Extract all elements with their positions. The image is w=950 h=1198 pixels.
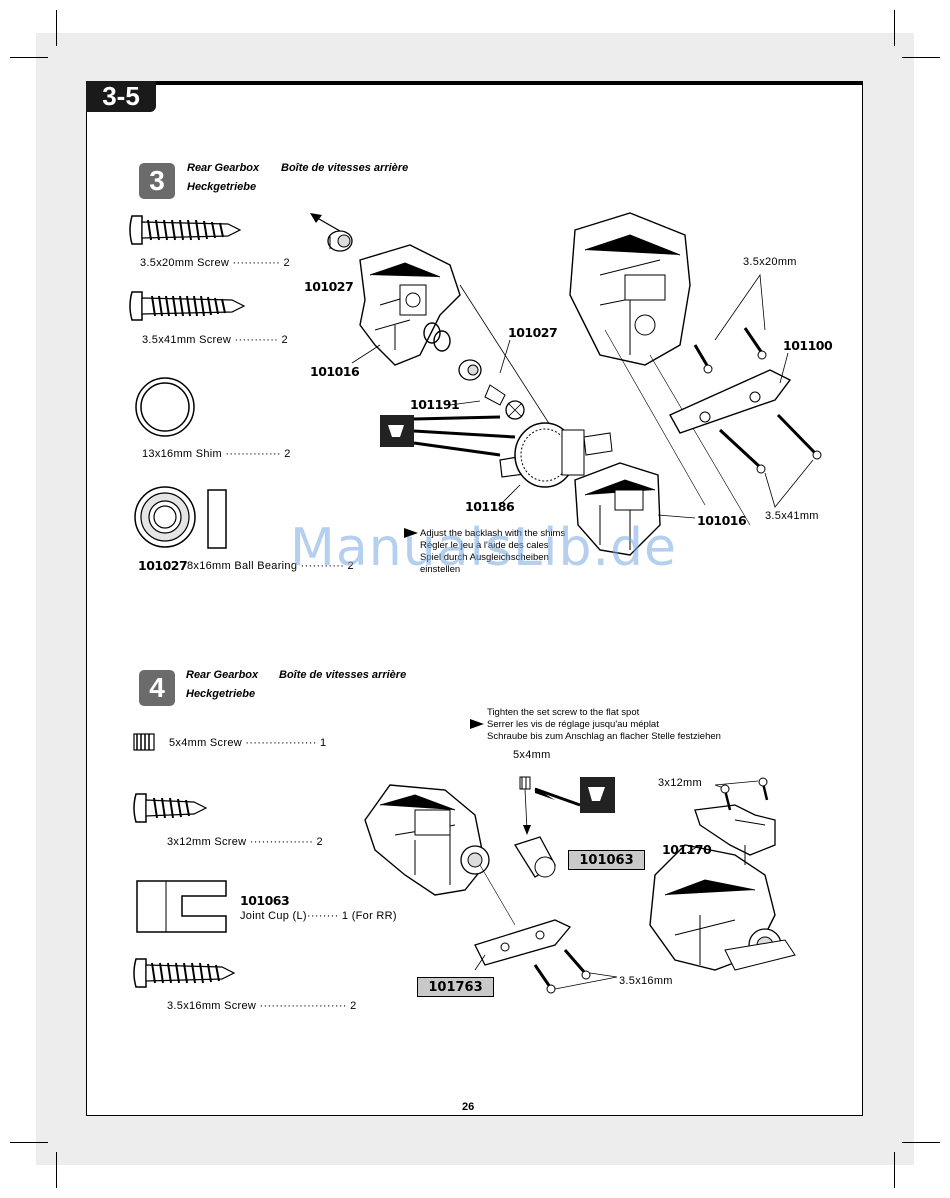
part-label-bearing: 8x16mm Ball Bearing ··········· 2: [187, 560, 354, 572]
page-number: 26: [462, 1101, 475, 1113]
step-4-badge: 4: [139, 670, 175, 706]
step-3-title-de: Heckgetriebe: [187, 181, 257, 193]
callout-screw-3.5x41: 3.5x41mm: [765, 510, 819, 522]
callout-101063: 101063: [568, 850, 645, 870]
watermark: ManualsLib.de: [290, 518, 678, 578]
set-screw-note-fr: Serrer les vis de réglage jusqu'au mépla…: [487, 719, 659, 730]
callout-screw-3.5x20: 3.5x20mm: [743, 256, 797, 268]
callout-101100: 101100: [783, 338, 833, 353]
backlash-note-fr: Régler le jeu à l'aide des cales: [420, 540, 549, 551]
crop-mark: [10, 1142, 48, 1143]
joint-cup-illustration: [136, 880, 227, 933]
part-number-bearing: 101027: [138, 558, 188, 573]
step-4-title-en: Rear Gearbox: [186, 669, 259, 681]
callout-101027-top: 101027: [304, 279, 354, 294]
crop-mark: [894, 10, 895, 46]
backlash-note-en: Adjust the backlash with the shims: [420, 528, 566, 539]
crop-mark: [56, 10, 57, 46]
screw-3.5x16-illustration: [133, 958, 236, 988]
backlash-note-de-1: Spiel durch Ausgleichscheiben: [420, 552, 549, 563]
screw-3.5x41-illustration: [129, 291, 246, 321]
set-screw-note-de: Schraube bis zum Anschlag an flacher Ste…: [487, 731, 721, 742]
rear-gearbox-exploded-diagram: [310, 212, 822, 556]
screw-3.5x20-illustration: [129, 215, 242, 245]
callout-screws-3x12: 3x12mm: [658, 777, 702, 789]
crop-mark: [902, 1142, 940, 1143]
ball-bearing-illustration: [134, 486, 227, 549]
callout-101170: 101170: [662, 842, 712, 857]
part-label-joint-cup: Joint Cup (L)········ 1 (For RR): [240, 910, 397, 922]
set-screw-5x4-illustration: [133, 733, 155, 751]
note-arrow-icon: [470, 719, 484, 729]
callout-set-screw-5x4: 5x4mm: [513, 749, 551, 761]
part-number-joint-cup: 101063: [240, 893, 290, 908]
callout-screws-3.5x16: 3.5x16mm: [619, 975, 673, 987]
joint-cup-assembly-diagram: [364, 776, 796, 994]
callout-101027-mid: 101027: [508, 325, 558, 340]
callout-101186: 101186: [465, 499, 515, 514]
callout-101191: 101191: [410, 397, 460, 412]
crop-mark: [902, 57, 940, 58]
step-3-badge: 3: [139, 163, 175, 199]
callout-101016-left: 101016: [310, 364, 360, 379]
step-4-title-fr: Boîte de vitesses arrière: [279, 669, 407, 681]
step-3-title-en: Rear Gearbox: [187, 162, 260, 174]
part-label-screw-3.5x41: 3.5x41mm Screw ··········· 2: [142, 334, 288, 346]
crop-mark: [10, 57, 48, 58]
part-label-screw-3.5x20: 3.5x20mm Screw ············ 2: [140, 257, 290, 269]
part-label-screw-3x12: 3x12mm Screw ················ 2: [167, 836, 323, 848]
note-arrow-icon: [404, 528, 418, 538]
step-4-title-de: Heckgetriebe: [186, 688, 256, 700]
crop-mark: [894, 1152, 895, 1188]
part-label-shim: 13x16mm Shim ·············· 2: [142, 448, 291, 460]
backlash-note-de-2: einstellen: [420, 564, 461, 575]
crop-mark: [56, 1152, 57, 1188]
set-screw-note-en: Tighten the set screw to the flat spot: [487, 707, 640, 718]
callout-101763: 101763: [417, 977, 494, 997]
callout-101016-right: 101016: [697, 513, 747, 528]
part-label-set-screw: 5x4mm Screw ·················· 1: [169, 737, 327, 749]
screw-3x12-illustration: [133, 793, 208, 823]
section-tab: 3-5: [86, 81, 156, 112]
part-label-screw-3.5x16: 3.5x16mm Screw ······················ 2: [167, 1000, 357, 1012]
step-3-title-fr: Boîte de vitesses arrière: [281, 162, 409, 174]
shim-illustration: [135, 377, 195, 437]
